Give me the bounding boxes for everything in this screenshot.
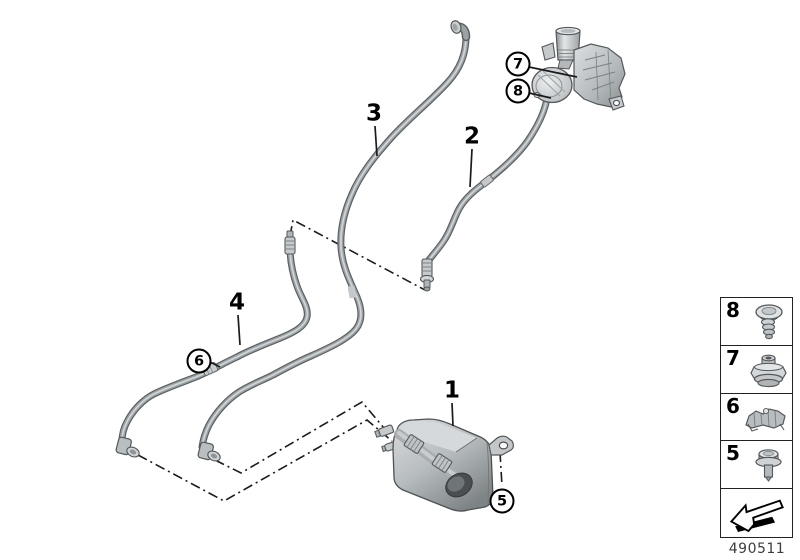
pipe4-top-connector — [284, 230, 296, 255]
legend-number-8: 8 — [726, 298, 740, 322]
callout-label-3[interactable]: 3 — [365, 100, 383, 127]
leader-line-label-2 — [469, 148, 473, 188]
leader-line-callout-5 — [499, 451, 503, 487]
canister-clip-1 — [403, 434, 425, 454]
pipe4-elbow-connector — [115, 436, 140, 458]
pipe3-sleeve — [347, 285, 357, 299]
legend-panel: 8 7 6 — [720, 297, 793, 538]
callout-label-2[interactable]: 2 — [463, 123, 481, 150]
leader-line-label-3 — [374, 125, 378, 157]
legend-row-7[interactable]: 7 — [721, 346, 792, 394]
pipe2-bottom-connector — [419, 258, 435, 292]
callout-circle-8[interactable]: 8 — [505, 78, 531, 104]
screw-icon — [755, 304, 783, 340]
diagram-number: 490511 — [728, 541, 786, 557]
legend-row-6[interactable]: 6 — [721, 394, 792, 442]
vent-pipe-4[interactable] — [115, 230, 308, 459]
bracket-icon — [745, 407, 786, 432]
callout-circle-7[interactable]: 7 — [505, 51, 531, 77]
grommet-icon — [750, 354, 787, 387]
legend-number-7: 7 — [726, 345, 740, 370]
legend-row-5[interactable]: 5 — [721, 441, 792, 490]
canister-clip-2 — [431, 453, 453, 473]
legend-row-8[interactable]: 8 — [721, 298, 792, 346]
assembly-line-tube4-to-canister — [137, 419, 393, 502]
leader-line-callout-6 — [209, 361, 221, 368]
pipe3-top-connector — [450, 20, 462, 34]
legend-number-6: 6 — [726, 393, 740, 418]
direction-arrow-icon — [729, 499, 784, 533]
leak-diagnosis-pump[interactable] — [531, 26, 626, 111]
leader-line-callout-8 — [528, 92, 552, 99]
bolt-icon — [755, 449, 782, 483]
callout-circle-6[interactable]: 6 — [186, 348, 212, 374]
legend-row-direction — [721, 489, 792, 537]
activated-charcoal-filter[interactable] — [374, 418, 514, 512]
callout-label-4[interactable]: 4 — [228, 289, 246, 316]
pipe2-sleeve — [480, 174, 494, 188]
callout-circle-5[interactable]: 5 — [489, 488, 515, 514]
leader-line-callout-7 — [528, 66, 578, 78]
legend-number-5: 5 — [726, 441, 740, 466]
canister-port-upper — [374, 424, 395, 438]
vent-pipe-3[interactable] — [197, 19, 466, 462]
pipe3-elbow-connector — [197, 441, 221, 462]
callout-label-1[interactable]: 1 — [443, 377, 461, 404]
leader-line-label-4 — [237, 314, 241, 346]
vent-pipe-2[interactable] — [419, 98, 548, 292]
assembly-line-tube4-to-tube2 — [289, 218, 426, 291]
assembly-line-tube3-to-canister — [214, 400, 385, 474]
leader-line-label-1 — [451, 402, 454, 427]
